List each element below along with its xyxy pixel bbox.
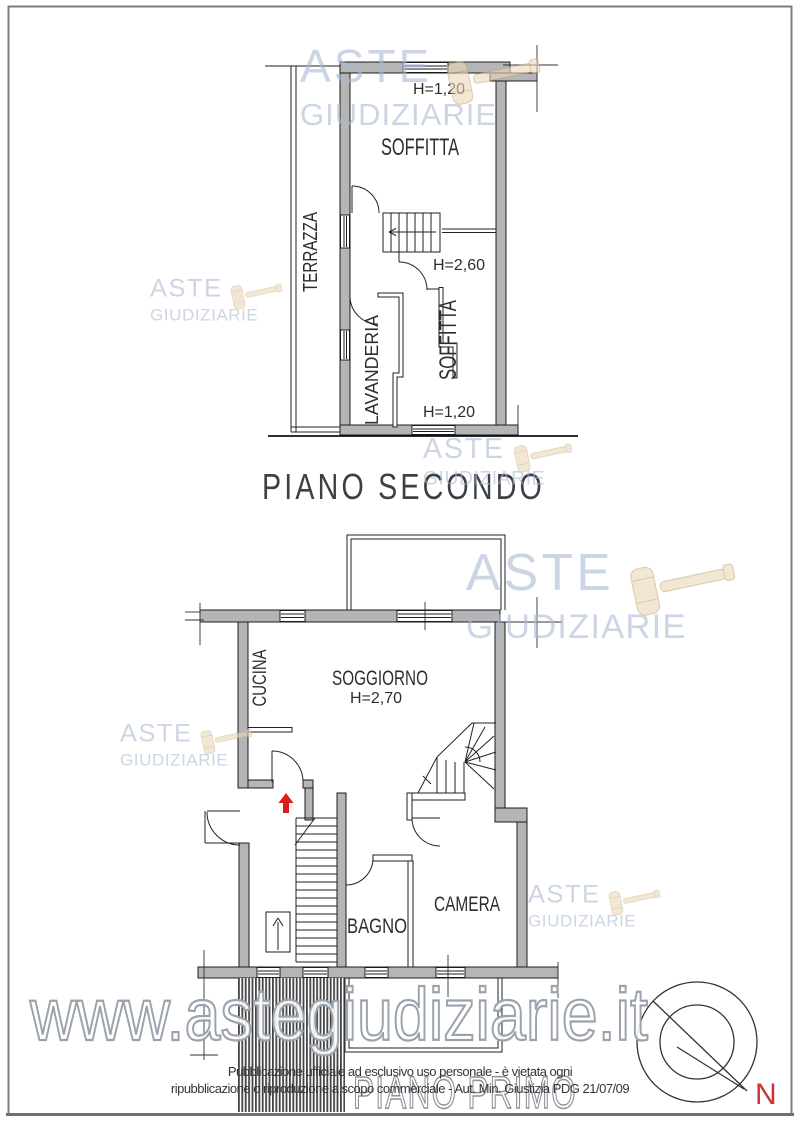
logo-text-giudiziarie: GIUDIZIARIE xyxy=(150,305,258,324)
label-lavanderia: LAVANDERIA xyxy=(362,315,382,425)
logo-aste-4: ASTE GIUDIZIARIE xyxy=(466,543,736,646)
terrace-outline xyxy=(265,65,340,433)
label-cucina: CUCINA xyxy=(250,649,271,706)
label-soffitta-top: SOFFITTA xyxy=(381,134,459,161)
page-border xyxy=(7,5,793,1116)
title-piano-secondo: PIANO SECONDO xyxy=(262,466,545,507)
logo-aste-6: ASTE GIUDIZIARIE xyxy=(528,881,661,930)
north-label: N xyxy=(755,1078,777,1111)
doors-secondo xyxy=(349,185,441,325)
label-bagno: BAGNO xyxy=(347,915,407,938)
stairs-hall xyxy=(265,817,337,963)
logo-aste-1: ASTE GIUDIZIARIE xyxy=(300,40,541,132)
watermark-logos: ASTE GIUDIZIARIE ASTE GIUDIZIARIE ASTE xyxy=(120,40,736,930)
balcony-top xyxy=(346,534,506,610)
logo-text-giudiziarie: GIUDIZIARIE xyxy=(120,750,228,769)
logo-aste-5: ASTE GIUDIZIARIE xyxy=(120,720,253,769)
stairs-secondo xyxy=(382,212,441,253)
windows-secondo xyxy=(340,62,456,435)
logo-text-giudiziarie: GIUDIZIARIE xyxy=(528,911,636,930)
gavel-icon xyxy=(608,889,661,916)
bagno-wall-door xyxy=(345,854,414,968)
watermark-url: www.astegiudiziarie.it xyxy=(29,973,648,1056)
gavel-icon xyxy=(200,728,253,755)
label-soffitta-low: SOFFITTA xyxy=(435,300,462,380)
disclaimer-line-1: Pubblicazione ufficiale ad esclusivo uso… xyxy=(227,1064,573,1079)
disclaimer-line-2: ripubblicazione o riproduzione a scopo c… xyxy=(170,1081,630,1096)
stairs-soggiorno xyxy=(417,722,497,794)
dimension-lines-secondo xyxy=(503,45,558,426)
camera-wall-door xyxy=(406,792,466,847)
entrance-door xyxy=(204,810,241,846)
cucina-door xyxy=(247,727,304,783)
terrace-bottom xyxy=(344,978,503,1053)
gavel-icon xyxy=(630,563,736,616)
label-terrazza: TERRAZZA xyxy=(300,212,322,292)
label-soggiorno: SOGGIORNO xyxy=(332,667,428,690)
compass: N xyxy=(636,981,777,1111)
logo-text-aste: ASTE xyxy=(120,720,193,748)
label-h270: H=2,70 xyxy=(350,690,402,707)
logo-text-giudiziarie: GIUDIZIARIE xyxy=(423,469,545,490)
logo-text-aste: ASTE xyxy=(466,543,614,601)
logo-aste-2: ASTE GIUDIZIARIE xyxy=(150,275,283,324)
label-camera: CAMERA xyxy=(434,893,500,916)
plan-piano-primo: CUCINA SOGGIORNO H=2,70 BAGNO CAMERA xyxy=(185,534,562,1112)
plan-piano-secondo: SOFFITTA SOFFITTA TERRAZZA LAVANDERIA H=… xyxy=(262,45,578,507)
gavel-icon xyxy=(446,58,541,105)
gavel-icon xyxy=(513,443,573,473)
label-h120-bottom: H=1,20 xyxy=(423,404,475,421)
gavel-icon xyxy=(230,283,283,310)
dimension-lines-primo xyxy=(185,597,562,1060)
interior-walls-secondo xyxy=(377,287,458,428)
windows-primo xyxy=(256,610,466,978)
logo-text-aste: ASTE xyxy=(300,40,432,92)
exterior-stairs-hatch xyxy=(238,978,345,1112)
title-piano-primo: PIANO PRIMO xyxy=(353,1067,577,1118)
label-h260: H=2,60 xyxy=(433,257,485,274)
railing-secondo xyxy=(442,228,496,233)
logo-text-aste: ASTE xyxy=(150,275,223,303)
logo-text-aste: ASTE xyxy=(528,881,601,909)
logo-aste-3: ASTE GIUDIZIARIE xyxy=(423,433,573,490)
entrance-arrow-icon xyxy=(278,793,294,813)
logo-text-aste: ASTE xyxy=(423,433,505,465)
